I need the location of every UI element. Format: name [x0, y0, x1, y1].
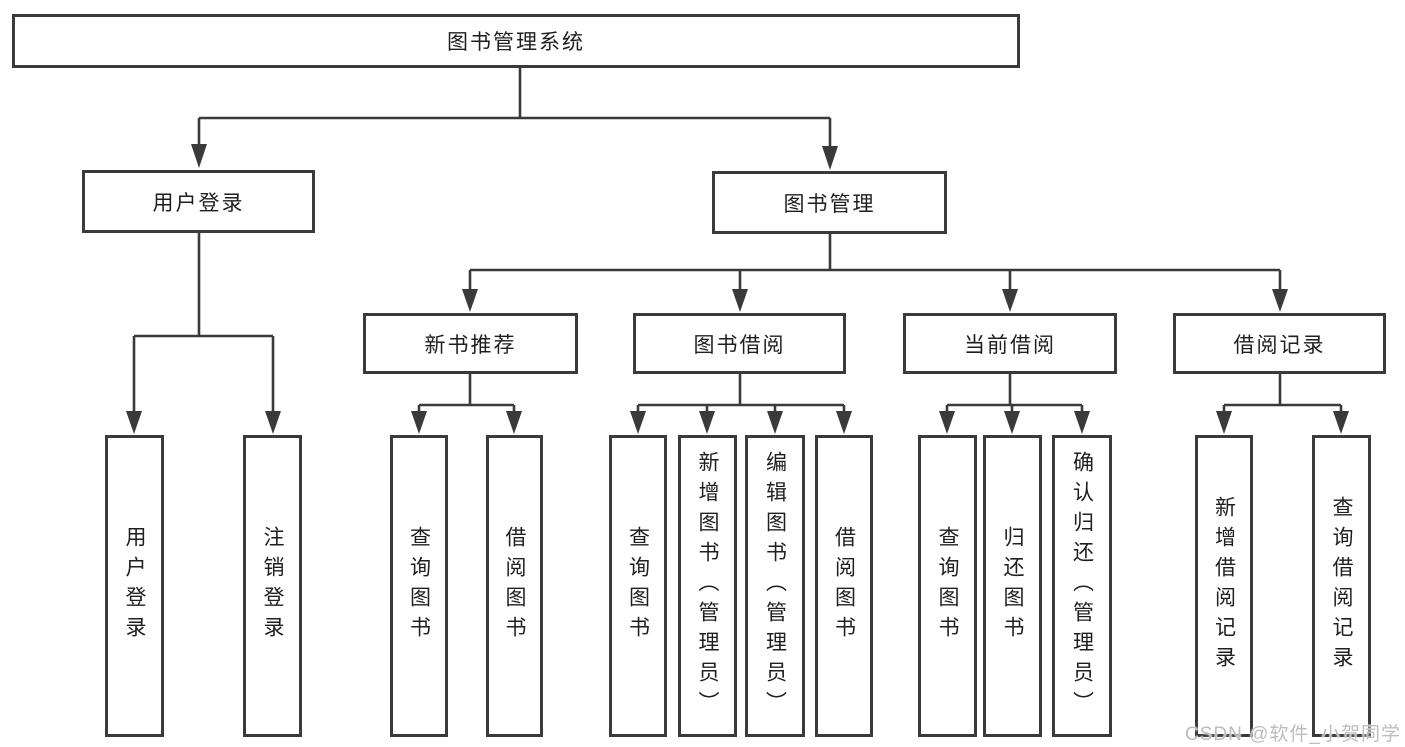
leaf-label: 归还图书	[1001, 526, 1024, 646]
leaf-return-book: 归还图书	[983, 435, 1042, 737]
arrowheads	[126, 144, 1349, 434]
node-book-borrow: 图书借阅	[633, 313, 846, 374]
leaf-label: 查询借阅记录	[1330, 496, 1353, 676]
leaf-query-books-borrow: 查询图书	[609, 435, 667, 737]
leaf-add-book-admin: 新增图书（管理员）	[678, 435, 737, 737]
leaf-label: 查询图书	[936, 526, 959, 646]
node-label: 当前借阅	[964, 333, 1056, 357]
leaf-query-books-recommend: 查询图书	[390, 435, 448, 737]
node-label: 图书管理系统	[447, 31, 585, 54]
leaf-borrow-book: 借阅图书	[815, 435, 873, 737]
node-borrow-records: 借阅记录	[1173, 313, 1386, 374]
leaf-label: 借阅图书	[832, 526, 856, 646]
leaf-label: 借阅图书	[503, 526, 526, 646]
node-book-management: 图书管理	[712, 171, 947, 234]
node-label: 用户登录	[152, 191, 245, 215]
leaf-user-login: 用户登录	[105, 435, 164, 737]
leaf-label: 新增借阅记录	[1212, 496, 1236, 676]
node-current-borrow: 当前借阅	[903, 313, 1117, 374]
leaf-label: 注销登录	[261, 526, 284, 646]
leaf-label: 编辑图书（管理员）	[763, 451, 787, 721]
node-label: 借阅记录	[1233, 333, 1326, 357]
csdn-watermark: CSDN @软件_小贺同学	[1185, 724, 1401, 745]
leaf-edit-book-admin: 编辑图书（管理员）	[745, 435, 805, 737]
leaf-label: 查询图书	[626, 526, 650, 646]
node-label: 图书借阅	[693, 333, 786, 357]
leaf-label: 新增图书（管理员）	[696, 451, 719, 721]
node-label: 图书管理	[783, 192, 876, 216]
leaf-logout: 注销登录	[243, 435, 302, 737]
node-library-management-system: 图书管理系统	[12, 14, 1020, 68]
leaf-label: 确认归还（管理员）	[1070, 451, 1094, 721]
leaf-query-borrow-record: 查询借阅记录	[1312, 435, 1371, 737]
node-user-login: 用户登录	[82, 170, 315, 233]
node-new-book-recommend: 新书推荐	[363, 313, 578, 374]
leaf-query-books-current: 查询图书	[918, 435, 977, 737]
leaf-add-borrow-record: 新增借阅记录	[1195, 435, 1253, 737]
leaf-label: 查询图书	[407, 526, 431, 646]
leaf-borrow-books-recommend: 借阅图书	[486, 435, 543, 737]
leaf-label: 用户登录	[123, 526, 146, 646]
leaf-confirm-return-admin: 确认归还（管理员）	[1052, 435, 1112, 737]
node-label: 新书推荐	[424, 333, 517, 357]
